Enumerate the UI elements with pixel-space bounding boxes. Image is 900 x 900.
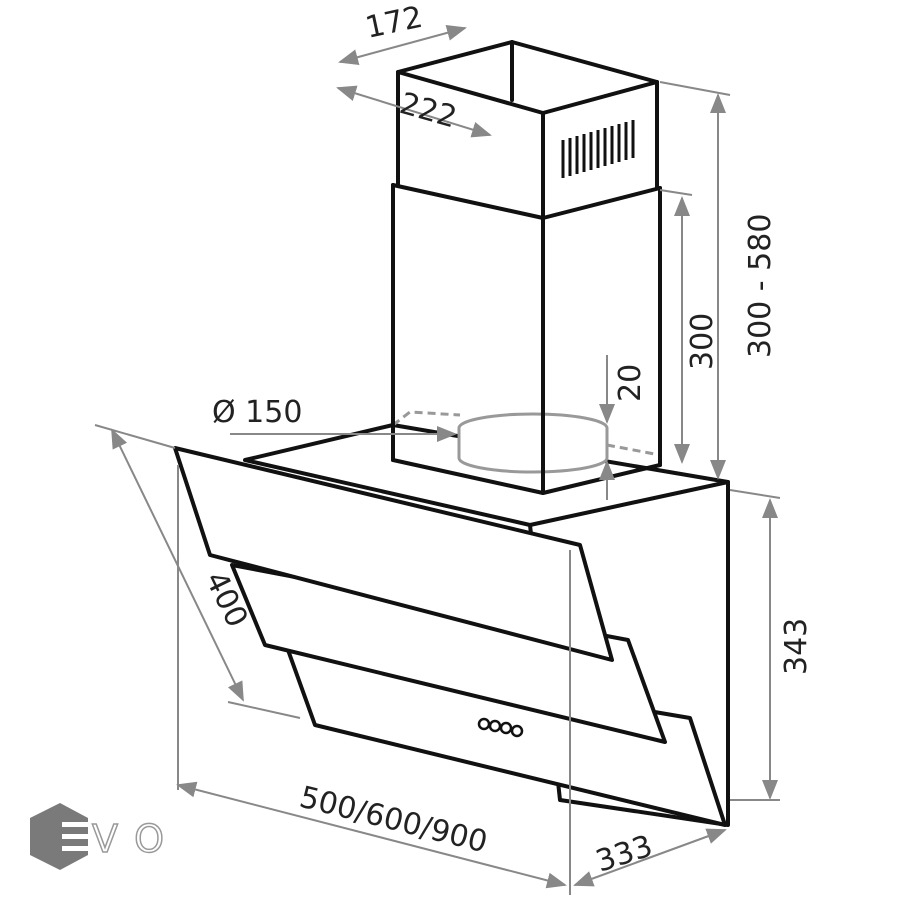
dim-chimney-height-range: 300 - 580 xyxy=(743,214,778,358)
dim-chimney-width: 222 xyxy=(396,86,461,135)
dim-body-depth: 333 xyxy=(592,829,657,880)
glass-panels xyxy=(173,446,727,827)
dim-body-height: 343 xyxy=(779,618,814,675)
dim-outlet-diameter: Ø 150 xyxy=(212,395,302,430)
svg-text:VO: VO xyxy=(92,817,164,861)
air-outlet xyxy=(392,410,661,474)
dim-outlet-offset: 20 xyxy=(613,364,648,402)
vent-grille-icon xyxy=(561,120,635,178)
control-buttons-icon xyxy=(477,717,524,738)
dim-lower-chimney-height: 300 xyxy=(685,313,720,370)
evo-logo: VO xyxy=(30,803,165,870)
dim-chimney-depth: 172 xyxy=(362,0,425,46)
chimney xyxy=(391,40,662,495)
dim-widths: 500/600/900 xyxy=(296,780,491,860)
dimension-lines xyxy=(94,25,781,895)
